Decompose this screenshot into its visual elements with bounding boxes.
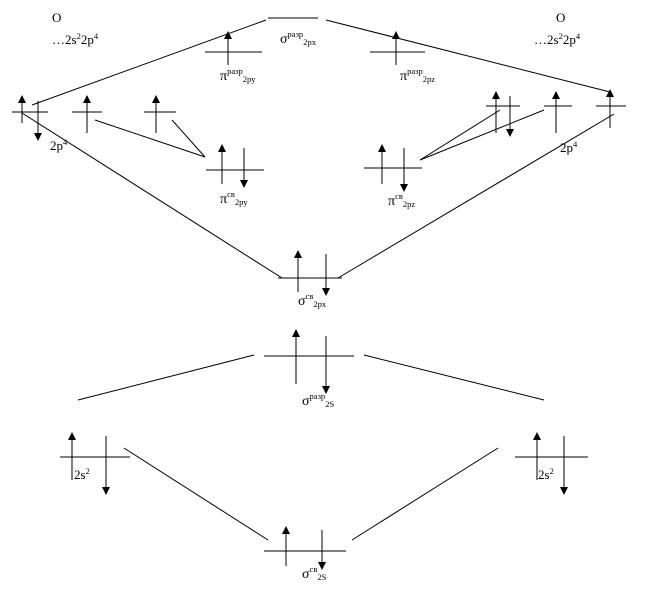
energy-levels — [12, 17, 626, 552]
label-pi-2pz: πсв2pz — [388, 191, 415, 209]
line-right-2p-to-sigma-star — [325, 19, 611, 93]
line-right-2p-to-pi-bonding-a — [419, 109, 501, 161]
correlation-lines — [21, 19, 615, 541]
line-right-2s-to-sigma-2s — [351, 447, 499, 541]
label-sigma-star-2s: σразр2S — [302, 391, 334, 409]
line-right-2p-to-sigma-bonding — [337, 113, 615, 279]
label-left-2s: 2s2 — [74, 466, 90, 482]
label-sigma-2s: σсв2S — [302, 564, 327, 582]
atom-left-header: O …2s22p4 — [52, 10, 99, 47]
atom-left-symbol: O — [52, 10, 61, 25]
label-pi-2py: πсв2py — [220, 189, 248, 207]
label-pi-star-2pz: πразр2pz — [400, 66, 435, 84]
line-left-2p-to-pi-bonding-b — [171, 119, 206, 158]
label-sigma-star-2px: σразр2px — [280, 29, 317, 47]
atom-right-config: …2s22p4 — [534, 31, 581, 47]
atom-left-config: …2s22p4 — [52, 31, 99, 47]
label-right-2s: 2s2 — [538, 466, 554, 482]
line-left-2s-to-sigma-2s — [123, 447, 269, 541]
label-right-2p: 2p4 — [560, 139, 578, 155]
line-right-2s-to-sigma-star-2s — [363, 354, 545, 401]
line-left-2s-to-sigma-star-2s — [77, 354, 255, 401]
atom-right-symbol: O — [556, 10, 565, 25]
label-pi-star-2py: πразр2py — [220, 66, 256, 84]
atom-right-header: O …2s22p4 — [534, 10, 581, 47]
line-right-2p-to-pi-bonding-b — [419, 109, 545, 161]
electrons — [18, 31, 614, 570]
label-sigma-2px: σсв2px — [298, 291, 327, 309]
label-left-2p: 2p4 — [50, 137, 68, 153]
line-left-2p-to-sigma-bonding — [21, 112, 283, 279]
line-left-2p-to-pi-bonding-a — [94, 119, 206, 158]
